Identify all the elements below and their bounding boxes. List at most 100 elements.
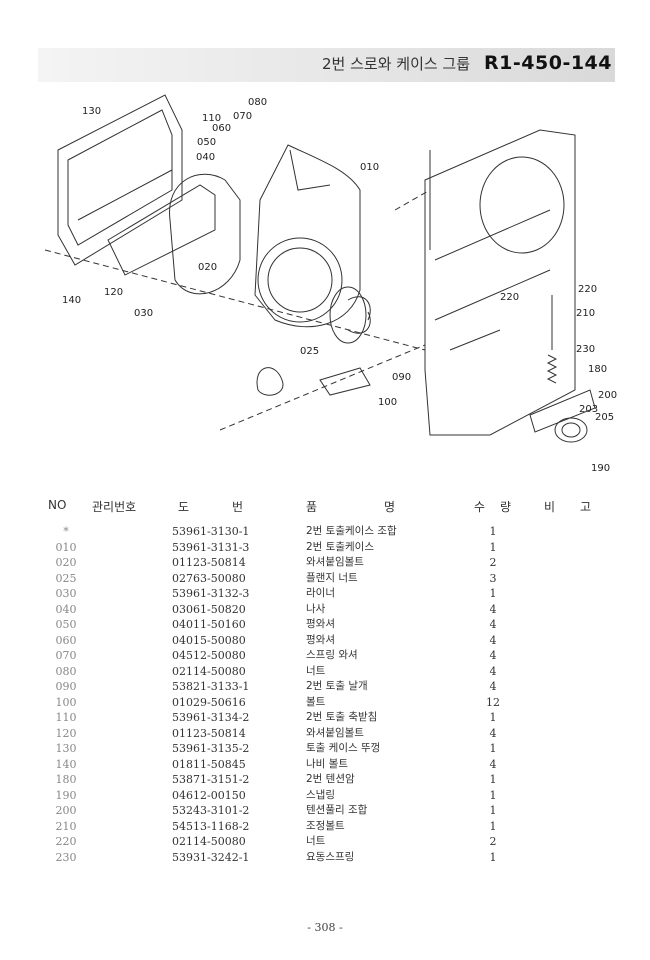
row-no: * — [63, 525, 69, 538]
row-part-name: 너트 — [306, 664, 326, 677]
callout: 140 — [62, 295, 81, 306]
col-qty-2: 량 — [500, 500, 512, 514]
row-part-number: 53243-3101-2 — [172, 804, 250, 817]
row-part-number: 01123-50814 — [172, 556, 246, 569]
col-name-2: 명 — [384, 500, 396, 514]
row-part-name: 평와셔 — [306, 633, 335, 646]
cover-part — [57, 94, 183, 266]
callout: 220 — [500, 292, 519, 303]
row-part-name: 2번 토출 날개 — [306, 680, 368, 692]
row-no: 140 — [55, 757, 77, 771]
row-no: 030 — [55, 587, 77, 600]
row-qty: 1 — [489, 540, 497, 554]
row-part-number: 04612-00150 — [172, 788, 246, 802]
table-header: NO 관리번호 도 번 품 명 수 량 비 고 — [0, 498, 650, 516]
table-row: 130 53961-3135-2 토출 케이스 뚜껑 1 — [0, 741, 650, 757]
table-row: 070 04512-50080 스프링 와셔 4 — [0, 648, 650, 664]
row-qty: 1 — [489, 525, 497, 538]
callout: 010 — [360, 162, 379, 173]
row-part-number: 53961-3134-2 — [172, 711, 250, 724]
row-no: 070 — [55, 649, 77, 662]
callout: 030 — [134, 308, 153, 319]
row-no: 130 — [55, 742, 77, 755]
callout: 200 — [598, 390, 617, 401]
row-part-name: 평와셔 — [306, 618, 335, 630]
group-title: 2번 스로와 케이스 그룹 — [321, 55, 471, 73]
row-part-name: 토출 케이스 뚜껑 — [306, 742, 381, 754]
row-part-name: 요동스프링 — [306, 850, 355, 863]
row-qty: 2 — [489, 556, 497, 569]
row-qty: 1 — [489, 742, 497, 755]
row-part-number: 54513-1168-2 — [172, 819, 250, 833]
row-part-name: 라이너 — [306, 587, 335, 599]
row-no: 220 — [55, 835, 77, 848]
callout: 040 — [196, 152, 215, 163]
row-part-name: 텐션풀리 조합 — [306, 804, 368, 816]
row-part-number: 02763-50080 — [172, 571, 246, 585]
blade-part — [319, 367, 371, 396]
row-no: 230 — [55, 850, 77, 864]
callout: 070 — [233, 111, 252, 122]
row-part-number: 53961-3135-2 — [172, 742, 250, 755]
row-qty: 4 — [489, 664, 497, 678]
row-part-name: 스프링 와셔 — [306, 649, 358, 661]
col-name-1: 품 — [306, 500, 318, 514]
callout: 060 — [212, 123, 231, 134]
row-part-number: 04512-50080 — [172, 649, 246, 662]
row-part-name: 2번 토출 축받침 — [306, 711, 378, 723]
row-qty: 1 — [489, 804, 497, 817]
row-qty: 4 — [489, 680, 497, 693]
callout: 080 — [248, 97, 267, 108]
callout-labels: 130 110 080 070 060 050 040 010 020 120 … — [62, 97, 617, 474]
row-qty: 2 — [489, 835, 497, 848]
row-part-number: 04011-50160 — [172, 618, 246, 631]
col-remarks-1: 비 — [544, 500, 556, 514]
col-drawing-2: 번 — [232, 500, 244, 514]
row-qty: 4 — [489, 618, 497, 631]
page-header: 2번 스로와 케이스 그룹 R1-450-144 — [322, 52, 612, 80]
row-part-number: 01029-50616 — [172, 695, 246, 709]
spring-part — [546, 354, 558, 384]
row-qty: 4 — [489, 633, 497, 647]
row-no: 210 — [55, 819, 77, 833]
row-part-number: 01811-50845 — [172, 757, 246, 771]
callout: 050 — [197, 137, 216, 148]
col-no: NO — [48, 498, 67, 512]
liner-part — [169, 173, 241, 295]
row-part-number: 02114-50080 — [172, 835, 246, 848]
row-part-name: 와셔붙임볼트 — [306, 556, 364, 568]
bracket-part — [107, 184, 216, 276]
row-qty: 1 — [489, 819, 497, 833]
row-part-name: 볼트 — [306, 695, 326, 708]
row-no: 180 — [55, 773, 77, 786]
row-qty: 4 — [489, 726, 497, 740]
row-qty: 1 — [489, 850, 497, 864]
header-band — [38, 48, 615, 82]
callout: 020 — [198, 262, 217, 273]
diagram-drawing: 130 110 080 070 060 050 040 010 020 120 … — [44, 94, 617, 474]
row-no: 020 — [55, 556, 77, 569]
row-part-name: 플랜지 너트 — [306, 571, 358, 584]
row-no: 090 — [55, 680, 77, 693]
row-part-name: 2번 텐션암 — [306, 773, 355, 785]
row-no: 080 — [55, 664, 77, 678]
callout: 205 — [595, 412, 614, 423]
row-part-number: 53961-3131-3 — [172, 540, 250, 554]
row-qty: 4 — [489, 649, 497, 662]
group-code: R1-450-144 — [484, 52, 612, 74]
row-part-name: 와셔붙임볼트 — [306, 726, 364, 739]
tension-arm — [529, 389, 596, 433]
fan-part — [329, 286, 367, 344]
row-part-number: 03061-50820 — [172, 602, 246, 616]
